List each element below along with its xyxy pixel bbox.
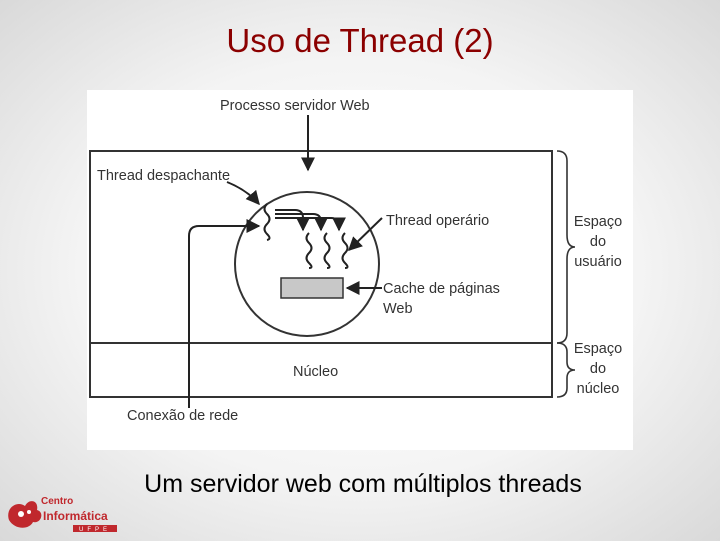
web-page-cache-label: Cache de páginas (383, 281, 500, 297)
worker-thread-squiggle-3 (341, 232, 349, 269)
network-connection-label: Conexão de rede (127, 408, 238, 424)
diagram-svg: Processo servidor Web Thread despachante… (89, 98, 622, 424)
dispatch-arrow-3 (275, 217, 346, 232)
kernel-label: Núcleo (293, 364, 338, 380)
worker-thread-label: Thread operário (386, 213, 489, 229)
kernel-space-label-1: Espaço (574, 341, 622, 357)
web-page-cache-label-2: Web (383, 301, 413, 317)
user-space-brace (556, 150, 576, 344)
logo-bar (73, 525, 117, 532)
logo-svg: Centro de Informática UFPE (8, 496, 117, 533)
dispatcher-thread-label: Thread despachante (97, 168, 230, 184)
kernel-space-label-2: do (590, 361, 606, 377)
logo-mark-icon (8, 501, 42, 528)
figure-caption: Um servidor web com múltiplos threads (144, 470, 582, 498)
dispatch-arrow-2 (275, 213, 328, 232)
cin-ufpe-logo: Centro de Informática UFPE (3, 490, 121, 536)
kernel-box (89, 342, 553, 398)
network-connection-arrow (188, 219, 261, 408)
worker-thread-squiggle-2 (323, 232, 331, 269)
worker-pointer-arrow (347, 217, 383, 251)
web-server-diagram: Processo servidor Web Thread despachante… (87, 90, 633, 450)
kernel-space-brace (556, 342, 576, 398)
user-space-label-3: usuário (574, 254, 622, 270)
logo-line-3: UFPE (79, 527, 111, 533)
web-server-process-circle (234, 191, 380, 337)
logo-line-2: Informática (43, 509, 108, 523)
dispatcher-pointer-arrow (226, 181, 260, 206)
web-server-process-label: Processo servidor Web (220, 98, 370, 114)
logo-line-2-small: de (33, 514, 41, 521)
kernel-space-label-3: núcleo (577, 381, 620, 397)
user-space-label-1: Espaço (574, 214, 622, 230)
user-space-label-2: do (590, 234, 606, 250)
worker-thread-squiggle-1 (305, 232, 313, 269)
slide-title: Uso de Thread (2) (226, 22, 494, 59)
dispatcher-thread-squiggle (263, 203, 271, 241)
logo-line-1: Centro (41, 496, 73, 507)
web-page-cache-box (280, 277, 344, 299)
